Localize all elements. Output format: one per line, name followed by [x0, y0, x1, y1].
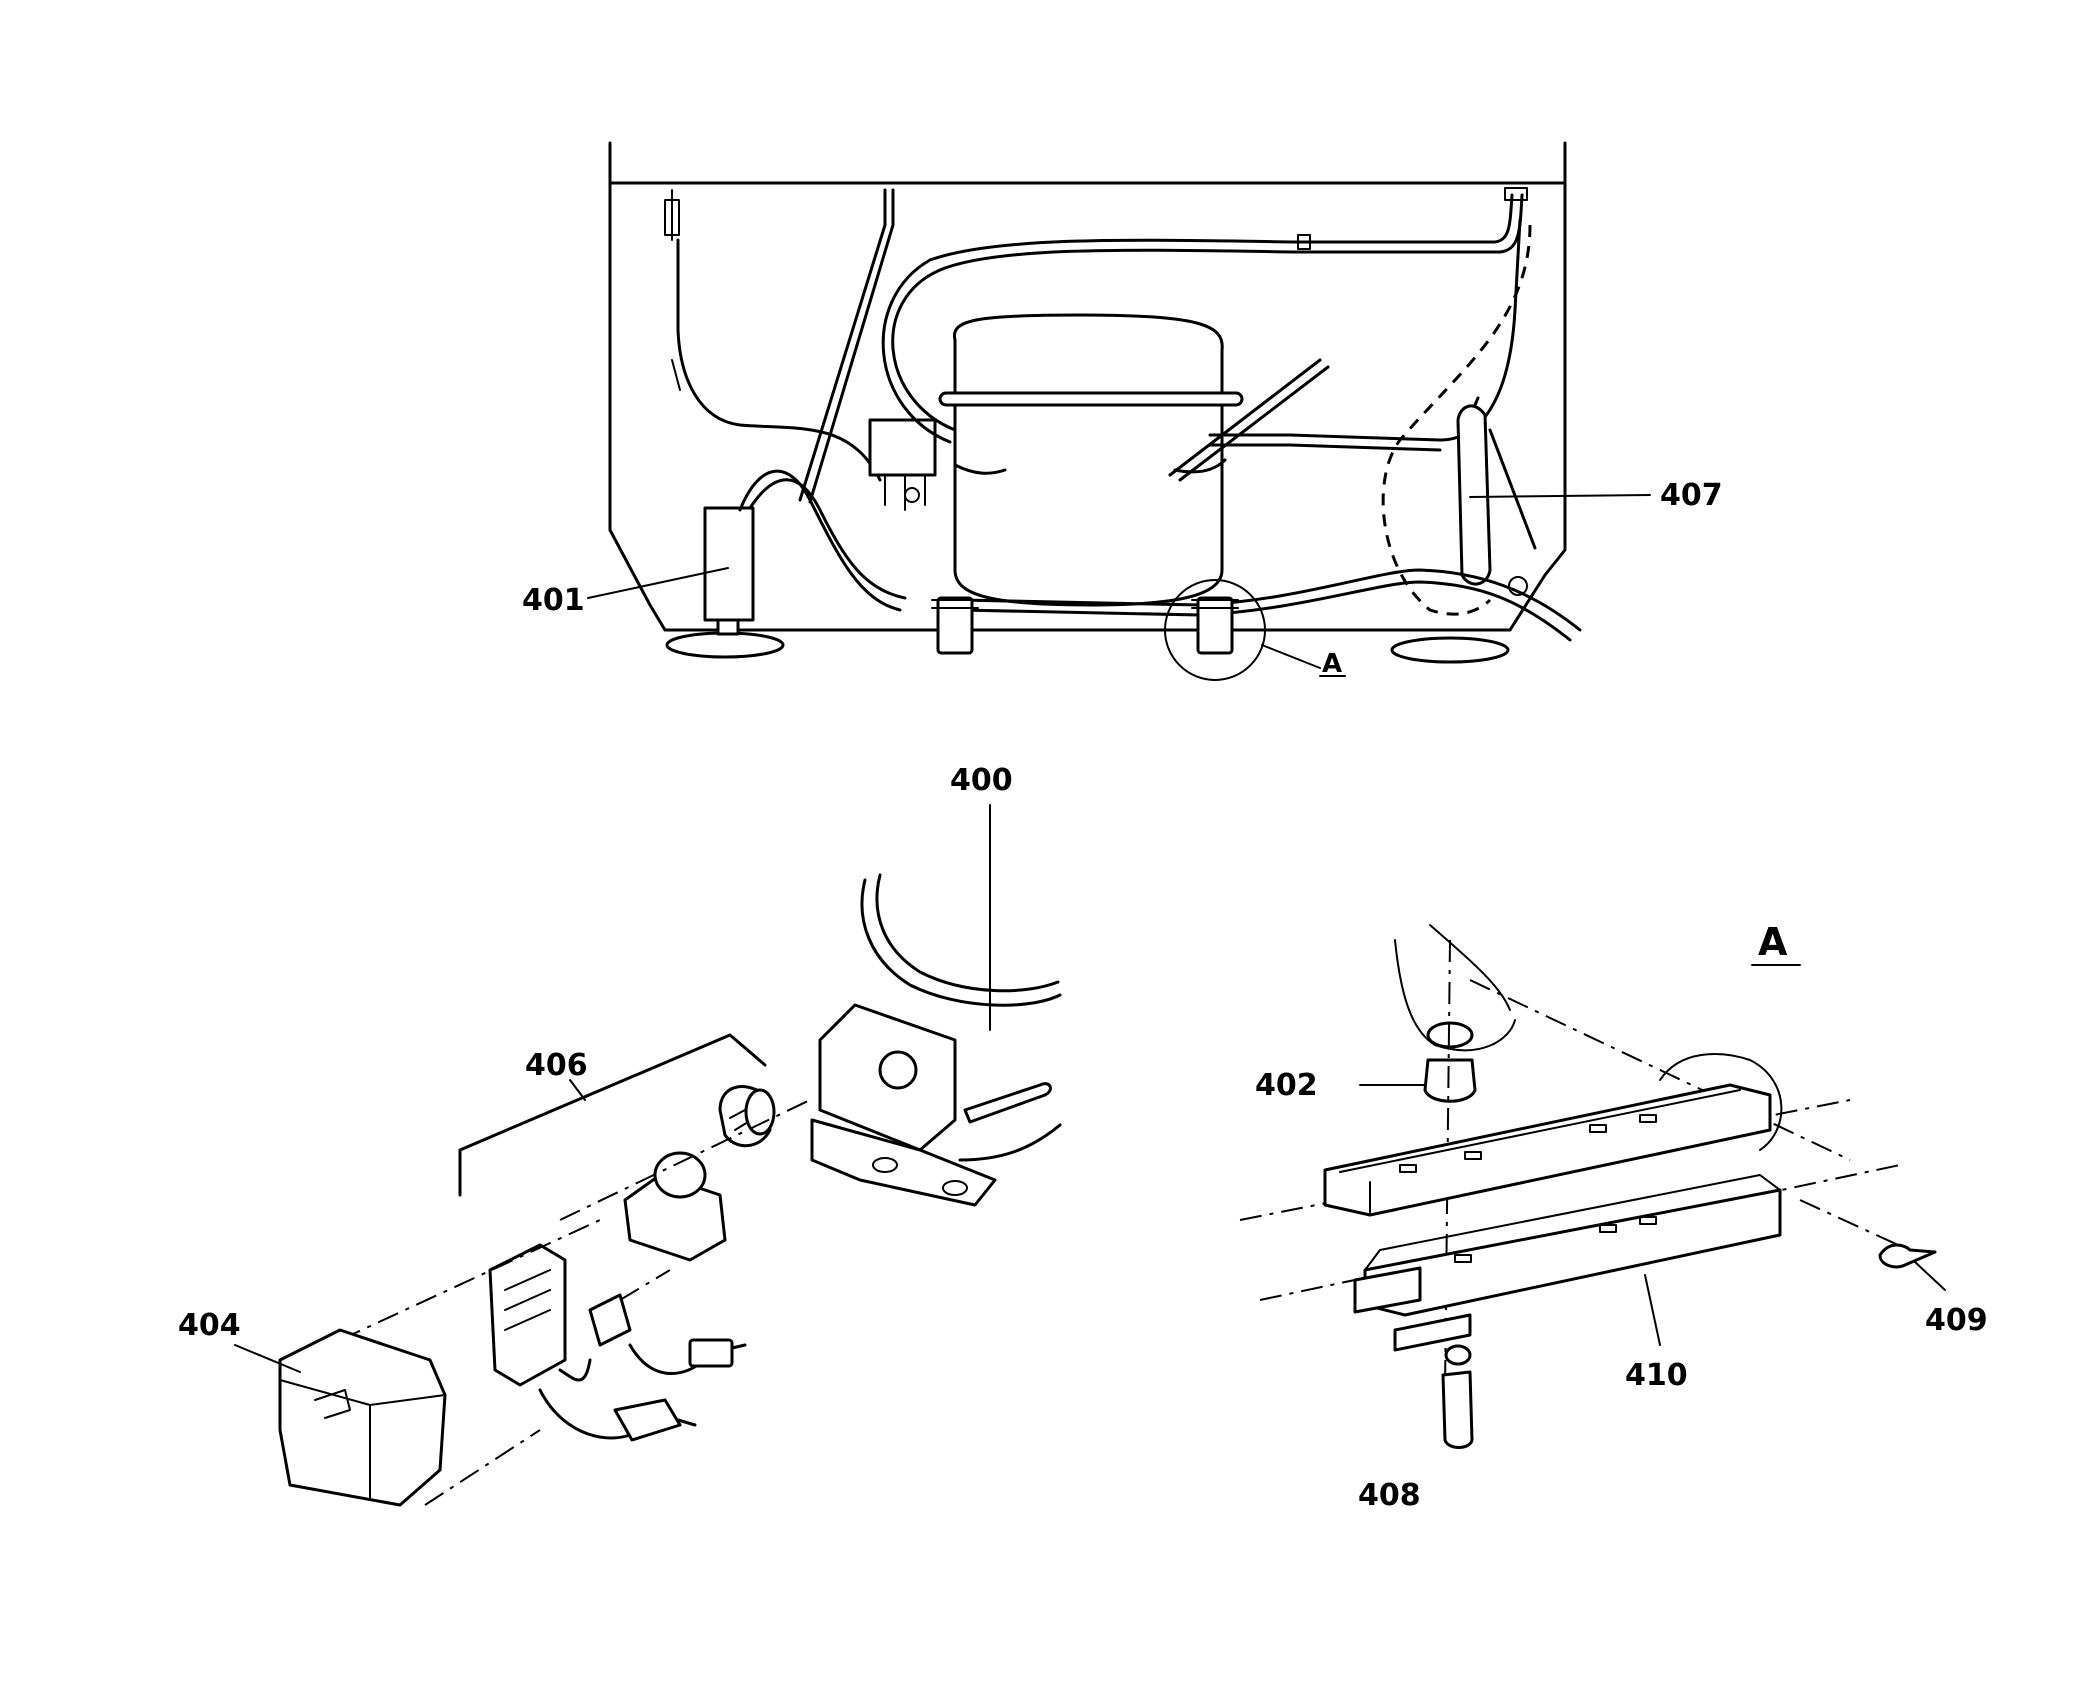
clip-409: [1878, 1243, 1937, 1269]
drier-407: [1456, 404, 1492, 586]
bracket-terminal: [878, 1050, 918, 1090]
detail-a-view: A 402: [1239, 920, 1988, 1513]
capacitor-terminal: [716, 618, 740, 636]
detail-a-callout: A: [1322, 649, 1342, 679]
plug-1: [688, 1338, 734, 1368]
terminal-wire: [558, 1358, 592, 1382]
compressor-tube-stub-left: [953, 463, 1007, 475]
leader-406: [569, 1079, 586, 1101]
suction-tube: [1208, 433, 1442, 442]
discharge-tube-2: [881, 193, 1514, 444]
alignment-line-1: [339, 1219, 601, 1341]
compressor-base-fragment-2: [1429, 924, 1511, 1011]
capacitor-wire-2: [748, 478, 907, 600]
process-tube-2: [1178, 365, 1330, 482]
label-406: 406: [525, 1048, 588, 1083]
bottom-tube: [958, 568, 1582, 632]
label-408: 408: [1358, 1478, 1421, 1513]
cover-notch: [314, 1389, 351, 1419]
leader-409: [1914, 1261, 1946, 1291]
discharge-tube: [891, 193, 1524, 432]
bottom-tube-2: [958, 580, 1572, 642]
bracket-foot: [810, 1118, 997, 1207]
machine-compartment-view: A 401 407: [522, 141, 1723, 681]
harness-plug: [664, 189, 680, 241]
compressor-fragment-edge: [860, 878, 1062, 1007]
rail-lower-410: [1363, 1188, 1782, 1317]
relay-top: [653, 1151, 707, 1199]
label-400: 400: [950, 763, 1013, 798]
rail-upper: [1323, 1083, 1772, 1217]
plug-2-tip: [676, 1418, 697, 1427]
bracket-hole-2: [942, 1180, 968, 1196]
alignment-line-3: [424, 1429, 541, 1506]
grommet-402: [1423, 1058, 1477, 1103]
compressor-tube-stub-right: [1173, 458, 1227, 474]
mount-right: [1191, 596, 1239, 655]
detail-a-title: A: [1758, 920, 1788, 964]
connector-clip: [588, 1293, 632, 1347]
pin-408: [1441, 1370, 1474, 1449]
label-409: 409: [1925, 1303, 1988, 1338]
label-407: 407: [1660, 478, 1723, 513]
suction-riser: [1438, 218, 1522, 442]
perspective-line-1: [1469, 979, 1851, 1161]
overload-pins: [729, 1109, 749, 1131]
relay-exploded-view: 400 406 404: [178, 763, 1062, 1507]
leader-410: [1644, 1274, 1661, 1346]
label-401: 401: [522, 583, 585, 618]
leader-401: [587, 567, 729, 599]
grommet-top: [1426, 1021, 1474, 1049]
plug-1-tip: [730, 1343, 747, 1350]
tube-clamp: [1508, 576, 1528, 596]
leader-407: [1469, 494, 1651, 498]
process-tube: [1168, 358, 1322, 477]
suction-tube-2: [1208, 443, 1442, 452]
rail-lower-top: [1364, 1174, 1781, 1271]
pin-head: [1444, 1344, 1472, 1366]
plug-2: [613, 1398, 682, 1442]
rail-lower-clip: [1353, 1266, 1422, 1314]
drier-outlet: [1473, 396, 1480, 407]
harness-clip: [671, 359, 681, 391]
compressor-band: [938, 391, 1244, 407]
label-410: 410: [1625, 1358, 1688, 1393]
bracket-hole-1: [872, 1157, 898, 1173]
tube-joint: [1297, 234, 1311, 250]
relay-terminal-screw: [904, 487, 920, 503]
detail-circle-a: [1164, 579, 1266, 681]
cover-edges: [279, 1379, 446, 1501]
tube-fitting: [1504, 187, 1528, 201]
label-402: 402: [1255, 1068, 1318, 1103]
harness-wire: [676, 238, 882, 482]
leader-404: [234, 1344, 301, 1373]
compressor-fragment-edge-2: [875, 873, 1060, 993]
rail-lower-tab: [1393, 1313, 1472, 1352]
capacitor-401: [703, 506, 755, 622]
compressor-body: [952, 313, 1224, 607]
foot-right: [1390, 636, 1510, 664]
rail-upper-slots: [1399, 1114, 1657, 1173]
drain-path-dashed: [1381, 224, 1532, 616]
tube-left-2: [808, 188, 895, 504]
drier-rod: [1488, 428, 1537, 550]
rail-upper-edges: [1339, 1089, 1741, 1216]
label-404: 404: [178, 1308, 241, 1343]
foot-left: [665, 631, 785, 659]
alignment-line-4: [619, 1269, 671, 1301]
tube-left: [798, 188, 887, 502]
wire-plug-2: [538, 1388, 632, 1440]
rail-lower-slots: [1454, 1216, 1657, 1263]
terminal-slots: [504, 1269, 551, 1331]
terminal-block: [488, 1243, 567, 1387]
bracket-406: [458, 1033, 767, 1197]
alignment-line-2: [559, 1099, 811, 1221]
pin-stub: [963, 1082, 1052, 1124]
compressor-fragment-bottom: [958, 1123, 1062, 1162]
relay-cover-404: [278, 1328, 447, 1507]
detail-a-leader: [1261, 644, 1321, 669]
overload-face: [744, 1088, 776, 1136]
mount-left: [931, 596, 979, 655]
